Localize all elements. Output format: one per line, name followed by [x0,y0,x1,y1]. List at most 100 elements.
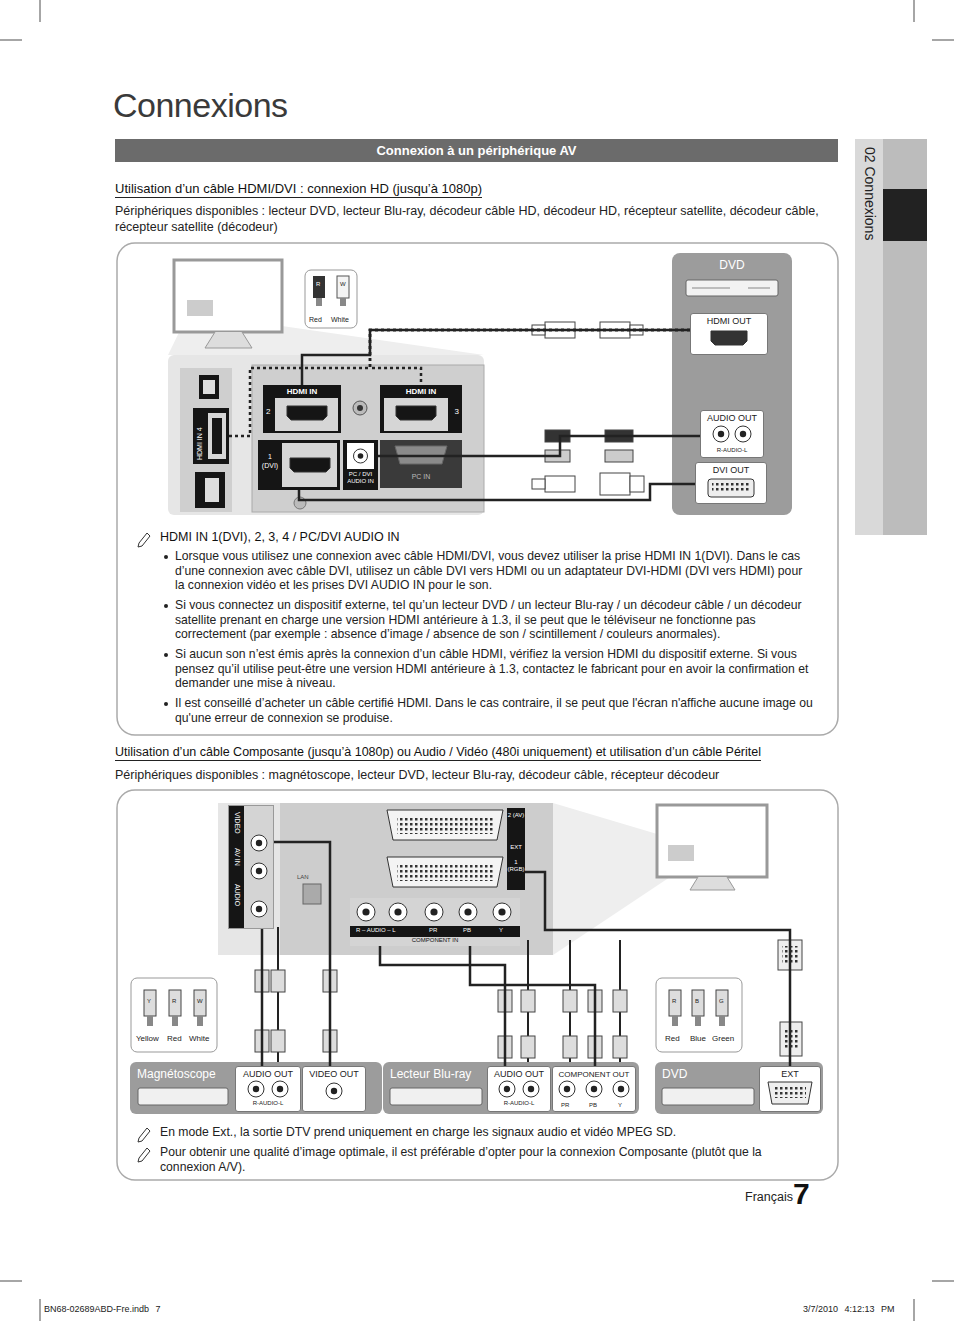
plug-label: Red [665,1034,680,1043]
cable-plugs [532,322,644,495]
bullet-dot [164,702,168,706]
node-text: PC IN [380,473,462,480]
node-text: DVD [672,258,792,272]
subheading: Utilisation d’un câble Composante (jusqu… [115,745,761,761]
av-jacks: VIDEO AV IN AUDIO [228,805,274,929]
bullet-dot [164,604,168,608]
hdmi-port: 1 (DVI) [258,440,340,490]
scart-port: 1 (RGB) [385,855,525,889]
cable-connector [274,842,330,1066]
print-info: BN68-02689ABD-Fre.indb 7 [44,1304,161,1314]
bullet-note: Lorsque vous utilisez une connexion avec… [175,549,815,593]
plug-letter: W [340,281,346,287]
subheading: Utilisation d’un câble HDMI/DVI : connex… [115,181,482,198]
device-panel: DVD HDMI OUT AUDIO OUTR-AUDIO-L DVI OUT [672,253,792,515]
node-text: HDMI IN 4 [196,427,203,460]
node-text: Y [499,927,503,933]
page-number: 7 [793,1177,810,1211]
plug-label: Red [167,1034,182,1043]
node-text: 1 (RGB) [507,859,525,873]
node-text: R – AUDIO – L [356,927,396,933]
port-box: DVI OUT [695,462,767,504]
plug-label: White [189,1034,209,1043]
plug-letter: G [719,998,724,1004]
hdmi-port: HDMI IN 2 [263,385,341,433]
plug-letter: B [695,998,699,1004]
node-text: PB [463,927,471,933]
cable-connector [370,330,690,385]
plug-letter: Y [147,998,151,1004]
node-text: HDMI IN [263,387,341,396]
node-text: EXT [760,1069,820,1080]
node-text: COMPONENT IN [350,937,520,943]
pc-port: PC IN [380,468,462,488]
print-info: 3/7/2010 4:12:13 PM [803,1304,895,1314]
node-text: AUDIO OUT [488,1069,550,1080]
node-text: 3 [455,407,459,416]
cable-connector [470,946,595,1066]
note: Pour obtenir une qualité d’image optimal… [160,1145,810,1174]
port-box: AUDIO OUT R-AUDIO-L [487,1066,551,1112]
plug-label: Yellow [136,1034,159,1043]
device-panel: Lecteur Blu-rayAUDIO OUTR-AUDIO-LCOMPONE… [383,1062,639,1114]
port-drawing [385,808,525,842]
hdmi-port: HDMI IN 3 [380,385,462,433]
plug-letter: W [197,998,203,1004]
node-text: COMPONENT OUT [553,1069,635,1080]
paragraph: Périphériques disponibles : lecteur DVD,… [115,203,835,235]
node-text: PC / DVI AUDIO IN [343,471,378,485]
note: En mode Ext., la sortie DTV prend unique… [160,1125,830,1140]
cable-connector [380,946,505,1066]
node-text: AUDIO [234,884,241,906]
plug-letter: R [672,998,676,1004]
plug-label: Blue [690,1034,706,1043]
node-text: HDMI OUT [691,316,767,327]
plug-groups [131,978,742,1052]
cable-connector [261,929,264,1066]
node-text: 1 (DVI) [260,452,280,470]
section-band: Connexion à un périphérique AV [115,139,838,162]
node-text: VIDEO [234,812,241,834]
node-text: AV IN [234,848,241,866]
node-text: DVI OUT [696,465,766,476]
tv-lower [218,803,767,955]
lower-plugs [255,940,802,1058]
side-tab-art [883,139,927,535]
audio-jack: PC / DVI AUDIO IN [343,440,378,490]
port-label: EXT [507,844,525,850]
node-text: R-AUDIO-L [236,1100,300,1107]
node-text: Connexion à un périphérique AV [115,143,838,158]
bullet-note: Si aucun son n’est émis après la connexi… [175,647,815,691]
cable-connector [525,872,790,1066]
side-tab: 02 Connexions [855,139,883,535]
node-text: VIDEO OUT [303,1069,365,1080]
node-text: 02 Connexions [862,147,878,240]
plug-illustration [305,270,357,328]
plug-letter: R [172,998,176,1004]
plug-label: Red [309,316,322,323]
port-box: VIDEO OUT [302,1066,366,1112]
scart-port: 2 (AV) [385,808,525,842]
tv-upper [168,260,484,515]
hdmi-port: HDMI IN 4 [193,408,229,464]
bullet-dot [164,555,168,559]
node-text: 2 [266,407,270,416]
cable-connector [378,436,700,456]
cable-connector [302,330,690,385]
node-text: AUDIO OUT [236,1069,300,1080]
node-text: R-AUDIO-L [488,1100,550,1107]
node-text: PB [589,1100,597,1111]
node-text: Y [618,1100,622,1111]
bullet-note: Si vous connectez un dispositif externe,… [175,598,815,642]
device-panel: DVDEXT [655,1062,823,1114]
bullet-note: Il est conseillé d’acheter un câble cert… [175,696,815,725]
dvd-panel [672,253,792,515]
port-label: LAN [297,874,309,880]
node-text: HDMI IN [380,387,462,396]
port-box: AUDIO OUTR-AUDIO-L [700,410,764,458]
port-box: AUDIO OUT R-AUDIO-L [235,1066,301,1112]
device-panels [130,1062,823,1114]
plug-letter: R [316,281,320,287]
node-text: AUDIO OUT [701,413,763,424]
